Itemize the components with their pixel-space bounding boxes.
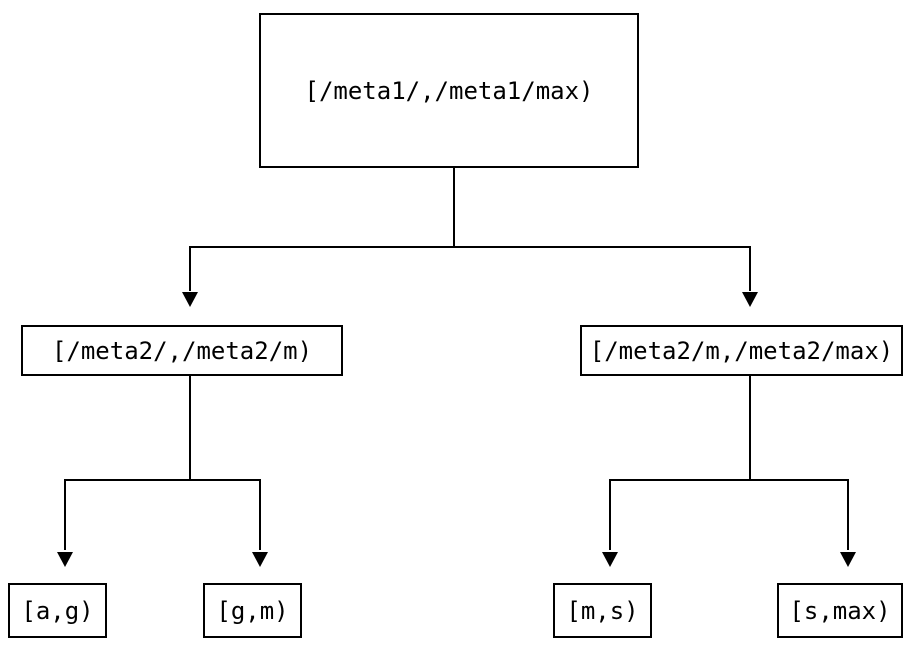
arrowhead-to-leaf-smax xyxy=(840,552,856,567)
arrowhead-to-leaf-ag xyxy=(57,552,73,567)
edge-meta2-left-crossbar xyxy=(64,479,261,481)
tree-node-meta2-right-label: [/meta2/m,/meta2/max) xyxy=(589,336,894,365)
tree-node-leaf-ag: [a,g) xyxy=(8,583,107,638)
tree-node-leaf-gm: [g,m) xyxy=(203,583,302,638)
tree-node-meta2-left: [/meta2/,/meta2/m) xyxy=(21,325,343,376)
edge-root-stem xyxy=(453,168,455,247)
tree-node-leaf-ag-label: [a,g) xyxy=(21,596,94,625)
arrowhead-to-meta2-right xyxy=(742,292,758,307)
edge-root-drop-left xyxy=(189,246,191,291)
edge-meta2-right-drop-right xyxy=(847,479,849,550)
tree-node-meta2-left-label: [/meta2/,/meta2/m) xyxy=(51,336,313,365)
arrowhead-to-meta2-left xyxy=(182,292,198,307)
edge-meta2-left-drop-left xyxy=(64,479,66,550)
tree-node-leaf-smax-label: [s,max) xyxy=(789,596,891,625)
edge-root-crossbar xyxy=(189,246,751,248)
tree-node-leaf-ms: [m,s) xyxy=(553,583,652,638)
tree-node-root-label: [/meta1/,/meta1/max) xyxy=(304,76,594,105)
arrowhead-to-leaf-ms xyxy=(602,552,618,567)
edge-meta2-left-drop-right xyxy=(259,479,261,550)
edge-meta2-right-crossbar xyxy=(609,479,849,481)
tree-node-meta2-right: [/meta2/m,/meta2/max) xyxy=(580,325,903,376)
edge-meta2-left-stem xyxy=(189,376,191,480)
tree-node-root: [/meta1/,/meta1/max) xyxy=(259,13,639,168)
arrowhead-to-leaf-gm xyxy=(252,552,268,567)
edge-meta2-right-stem xyxy=(749,376,751,480)
tree-node-leaf-ms-label: [m,s) xyxy=(566,596,639,625)
edge-root-drop-right xyxy=(749,246,751,291)
tree-node-leaf-smax: [s,max) xyxy=(777,583,903,638)
edge-meta2-right-drop-left xyxy=(609,479,611,550)
tree-node-leaf-gm-label: [g,m) xyxy=(216,596,289,625)
